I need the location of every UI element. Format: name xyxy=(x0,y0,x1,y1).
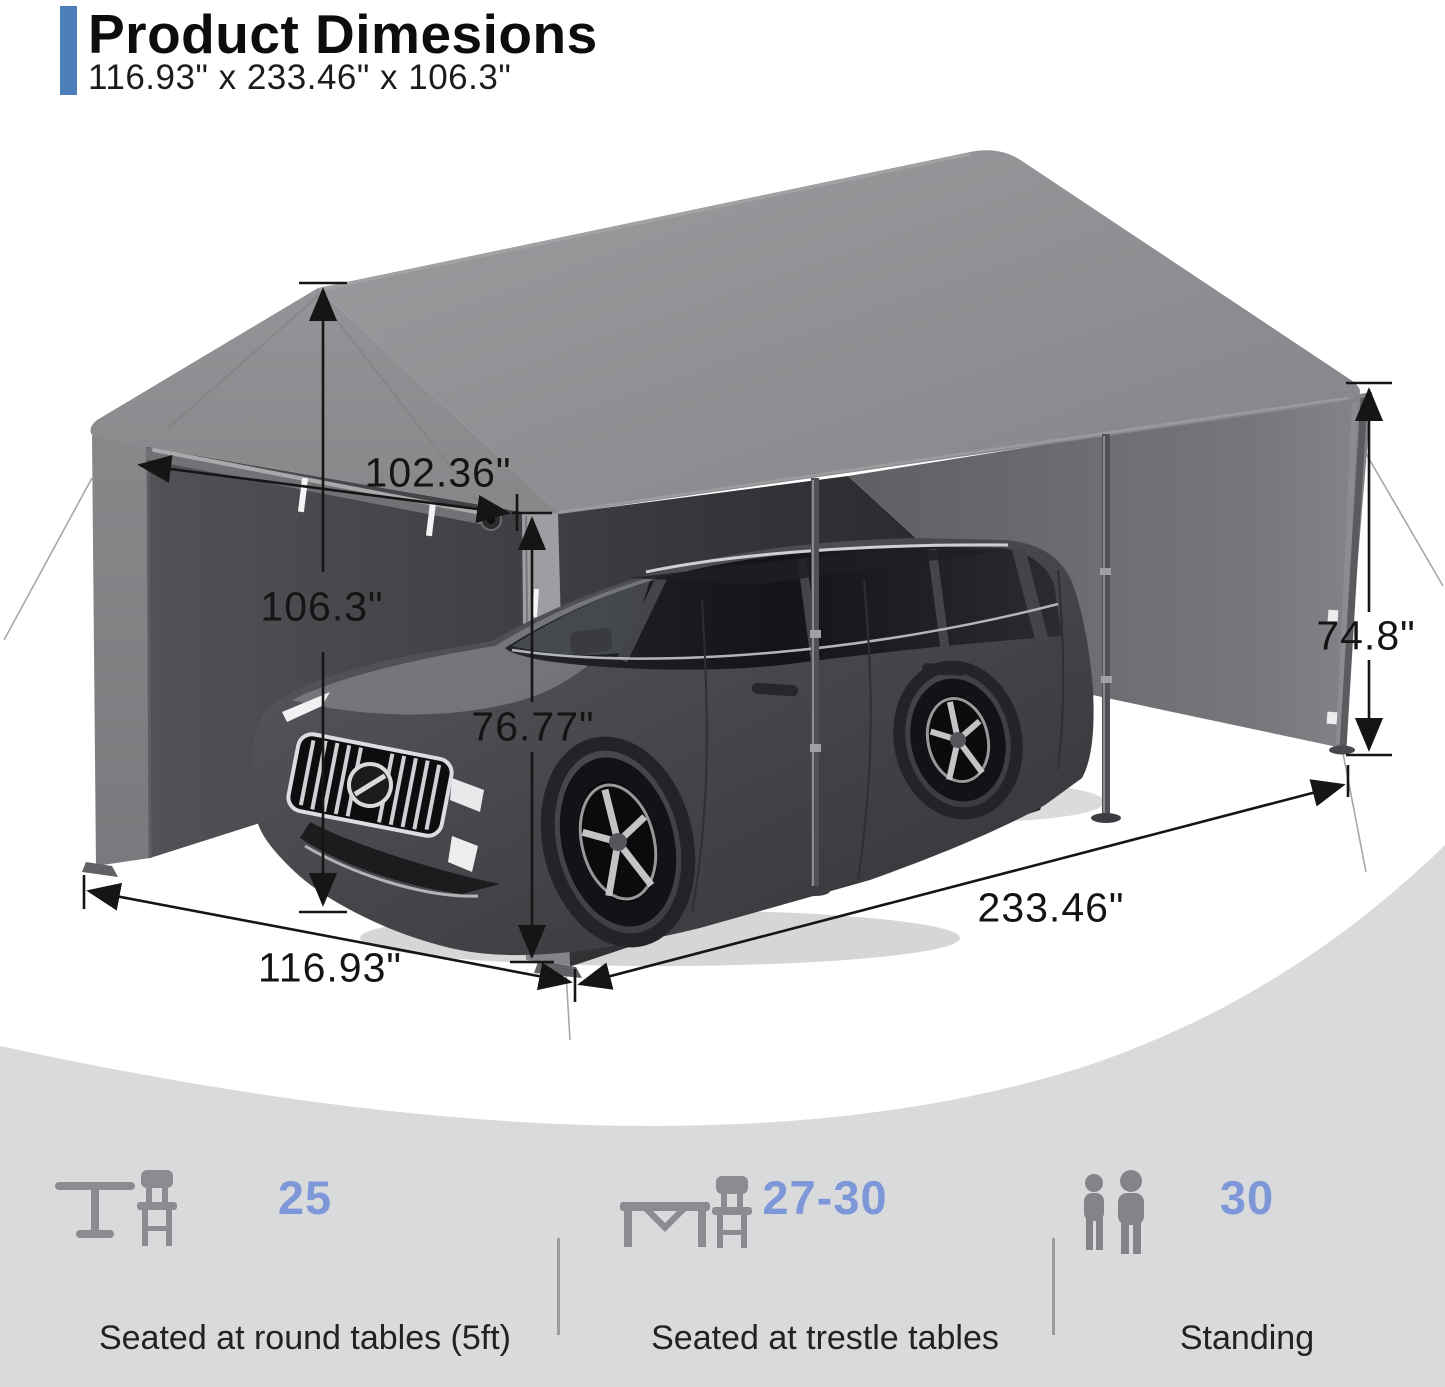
capacity-label: Seated at round tables (5ft) xyxy=(98,1319,512,1357)
canopy-roof xyxy=(318,150,1361,515)
capacity-round-tables: 25 Seated at round tables (5ft) xyxy=(55,1170,555,1358)
trestle-table-chair-icon xyxy=(620,1176,1030,1313)
canopy-left-wall xyxy=(92,436,150,866)
car-hood-sheen xyxy=(292,576,655,715)
dim-label-front-clearance-height: 76.77" xyxy=(471,703,595,750)
dim-label-front-opening-width: 102.36" xyxy=(364,449,512,496)
car-headlight-right xyxy=(450,778,484,812)
car-grille xyxy=(286,732,454,838)
door-strap xyxy=(532,588,539,618)
capacity-value: 25 xyxy=(277,1171,333,1224)
page-subtitle: 116.93" x 233.46" x 106.3" xyxy=(88,58,512,97)
title-accent-bar xyxy=(60,6,77,95)
capacity-label: Standing xyxy=(1179,1319,1315,1357)
car-headlight-left xyxy=(282,692,330,722)
background-band xyxy=(0,845,1445,1387)
left-wall-inner-edge xyxy=(146,446,152,859)
dim-label-length: 233.46" xyxy=(977,884,1125,931)
right-wall-corner-seam xyxy=(1336,401,1358,745)
car-beltline-trim xyxy=(511,602,1059,660)
rear-wheel xyxy=(910,678,1006,802)
roof-eave-edge xyxy=(559,396,1349,514)
capacity-trestle-tables: 27-30 Seated at trestle tables xyxy=(620,1170,1030,1358)
round-table-chair-icon xyxy=(55,1170,555,1313)
car-windows xyxy=(505,546,1062,670)
capacity-value: 30 xyxy=(1219,1171,1275,1224)
car-door-handle xyxy=(752,682,799,697)
car-side-mirror xyxy=(569,628,613,655)
capacity-divider xyxy=(1052,1238,1055,1335)
dim-label-peak-height: 106.3" xyxy=(260,583,384,630)
car-bumper-intake xyxy=(300,822,500,894)
roof-ridge-highlight xyxy=(317,152,971,292)
left-post-foot xyxy=(82,862,118,877)
standing-people-icon xyxy=(1077,1170,1417,1313)
dim-label-side-wall-height: 74.8" xyxy=(1316,612,1416,659)
car-drl-accent xyxy=(448,836,478,872)
windshield-reflection xyxy=(512,580,650,655)
dimension-lines xyxy=(82,281,1392,1002)
page-title: Product Dimesions xyxy=(88,3,598,65)
capacity-value: 27-30 xyxy=(762,1171,888,1224)
dim-label-front-ground-width: 116.93" xyxy=(258,944,402,991)
capacity-divider xyxy=(557,1238,560,1335)
capacity-standing: 30 Standing xyxy=(1077,1170,1417,1358)
capacity-label: Seated at trestle tables xyxy=(651,1319,999,1357)
